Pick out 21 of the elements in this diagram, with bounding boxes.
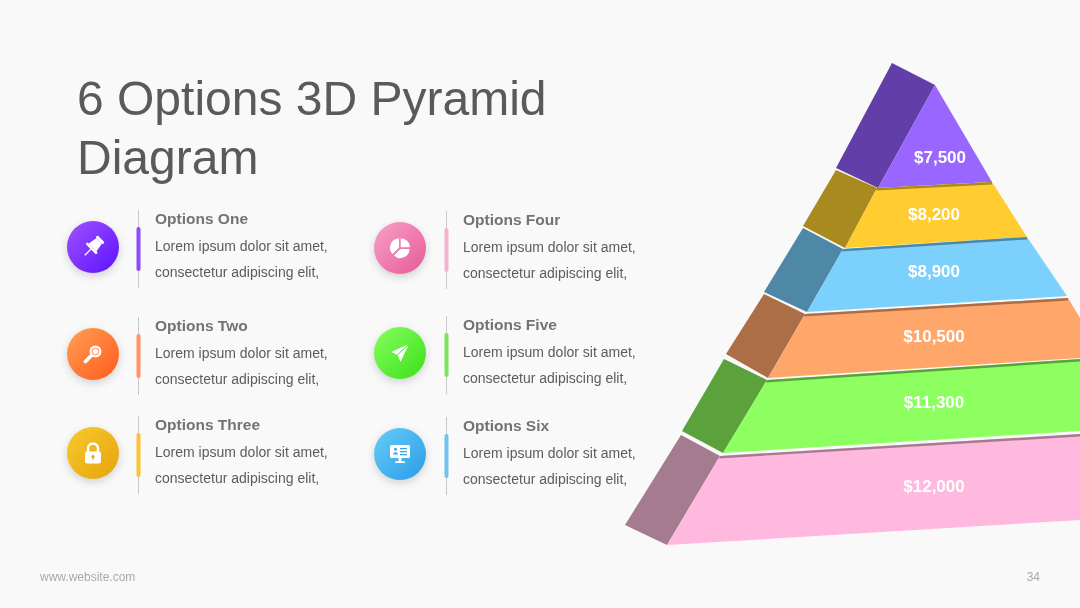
page-number: 34: [1026, 570, 1040, 584]
value-label: $8,200: [908, 205, 960, 225]
slide-title: 6 Options 3D Pyramid Diagram: [77, 71, 548, 186]
option-description: Lorem ipsum dolor sit amet, consectetur adipiscing elit,: [155, 443, 329, 488]
option-description: Lorem ipsum dolor sit amet, consectetur adipiscing elit,: [463, 238, 637, 283]
option-heading: Options Four: [463, 211, 561, 229]
option-heading: Options Five: [463, 316, 557, 334]
website-url: www.website.com: [40, 570, 136, 584]
option-heading: Options Two: [155, 317, 248, 335]
option-description: Lorem ipsum dolor sit amet, consectetur adipiscing elit,: [155, 344, 329, 389]
option-description: Lorem ipsum dolor sit amet, consectetur adipiscing elit,: [155, 237, 329, 282]
value-label: $12,000: [903, 477, 965, 497]
option-description: Lorem ipsum dolor sit amet, consectetur adipiscing elit,: [463, 343, 637, 388]
value-label: $11,300: [903, 393, 965, 413]
option-description: Lorem ipsum dolor sit amet, consectetur adipiscing elit,: [463, 444, 637, 489]
option-heading: Options Six: [463, 417, 550, 435]
value-label: $10,500: [903, 327, 965, 347]
value-label: $7,500: [914, 148, 966, 168]
option-heading: Options One: [155, 210, 248, 228]
value-label: $8,900: [908, 262, 960, 282]
option-heading: Options Three: [155, 416, 261, 434]
